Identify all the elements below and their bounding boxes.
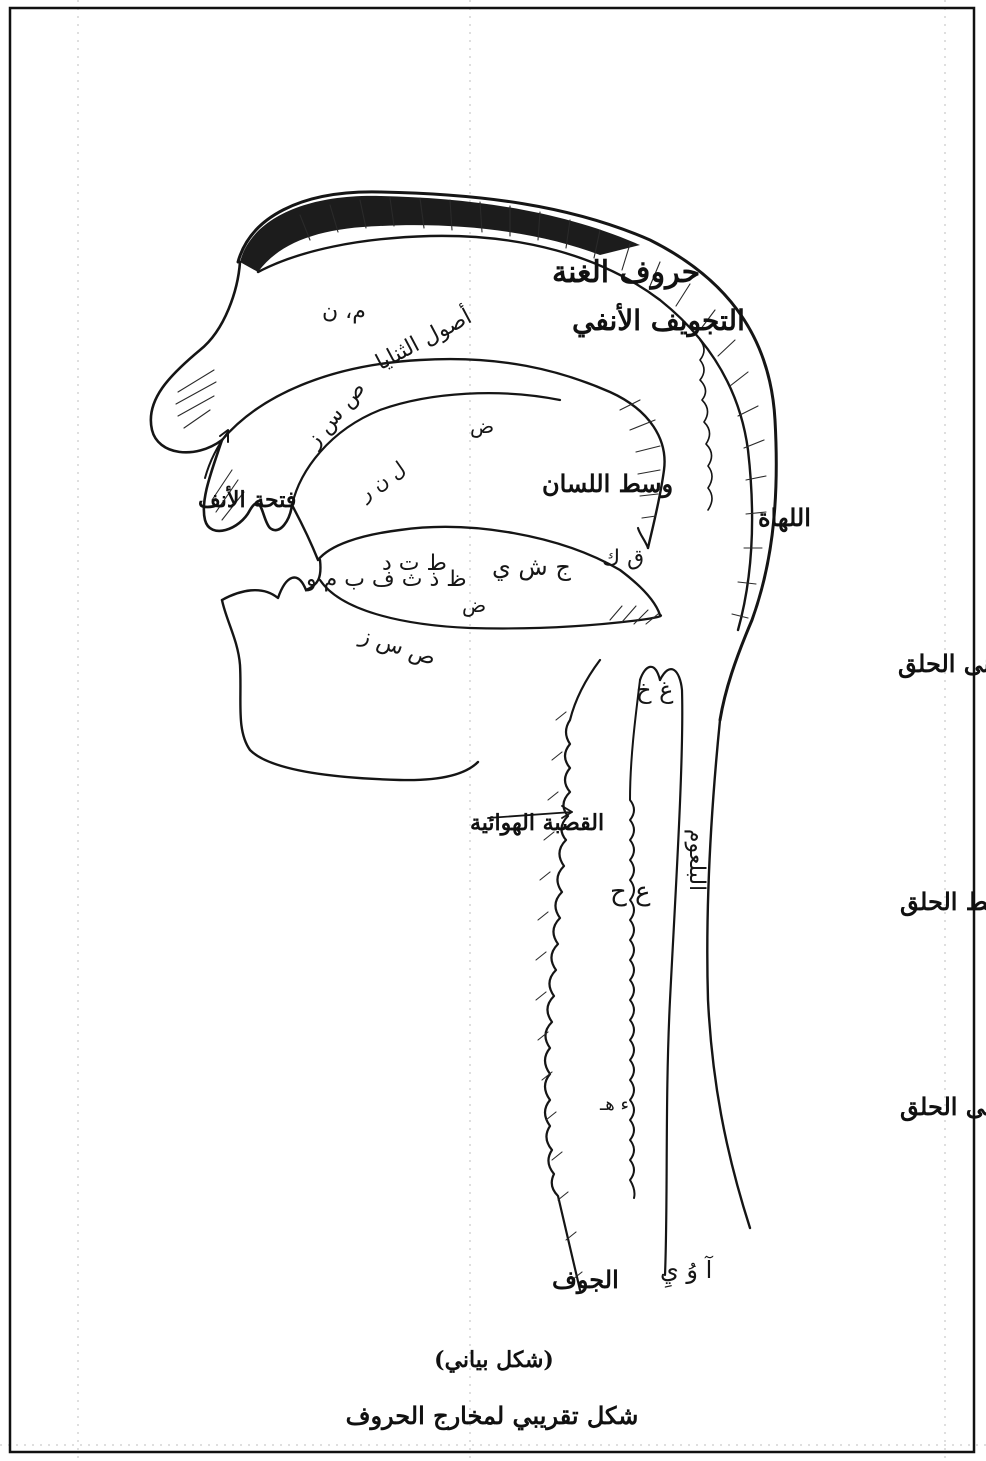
label-mim-nun: م، ن (322, 299, 366, 324)
label-throat-far: أقصى الحلق (900, 1089, 986, 1122)
label-ghunna-letters: حروف الغنة (552, 255, 700, 290)
label-dad-lower: ض (462, 593, 486, 617)
label-sad-sin-zay-upper: ص س ز (301, 377, 371, 454)
head-outline (151, 192, 776, 1290)
label-pharynx: البلعوم (684, 829, 709, 891)
label-ta-ta-dal: ط ت د (382, 551, 447, 576)
label-jim-shin-ya: ج ش ي (492, 553, 571, 581)
label-throat-near: أدنى الحلق (898, 646, 986, 679)
nose-hatching (176, 370, 216, 428)
figure-caption: (شكل بياني) شكل تقريبي لمخارج الحروف (346, 1347, 639, 1431)
label-dad-upper: ض (470, 414, 494, 438)
label-uvula: اللهاة (758, 503, 811, 533)
label-ghayn-kha: غ خ (636, 676, 674, 704)
caption-figure-label: (شكل بياني) (434, 1347, 554, 1373)
label-mid-tongue: وسط اللسان (542, 469, 673, 499)
trachea-hatching (536, 712, 582, 1280)
label-long-vowels: آ وُ يِ (660, 1255, 714, 1288)
label-ayn-ha: ع ح (610, 877, 651, 907)
diagram-labels: حروف الغنة التجويف الأنفي م، ن فتحة الأن… (198, 255, 986, 1295)
label-throat-middle: وسط الحلق (900, 887, 986, 917)
palate-hatching (620, 400, 660, 518)
label-sad-sin-zay-lower: ص س ز (356, 623, 439, 671)
label-nasal-cavity: التجويف الأنفي (572, 303, 745, 338)
caption-title: شكل تقريبي لمخارج الحروف (346, 1401, 639, 1431)
label-jawf: الجوف (552, 1265, 619, 1295)
label-lam-nun-ra: ل ن ر (353, 456, 410, 506)
label-qaf-kaf: ق ك (602, 546, 644, 571)
label-incisor-roots: أصول الثنايا (370, 302, 476, 376)
label-nose-opening: فتحة الأنف (198, 485, 296, 513)
label-trachea: القصبة الهوائية (470, 810, 604, 836)
label-hamza-ha: ء هـ (599, 1094, 629, 1115)
